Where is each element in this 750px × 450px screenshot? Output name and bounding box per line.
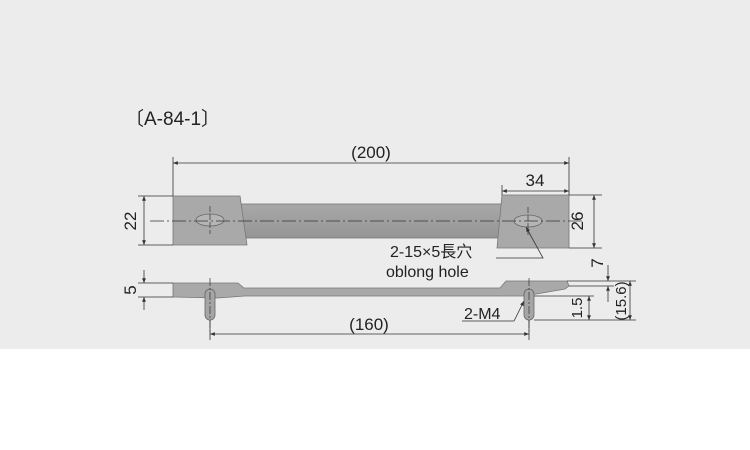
side-dimensions xyxy=(138,265,636,340)
side-view xyxy=(172,278,570,333)
dim-end-cap-length: 34 xyxy=(526,171,545,190)
top-view xyxy=(150,194,585,249)
side-profile xyxy=(172,280,570,299)
hole-note: 2-15×5長穴 xyxy=(390,243,472,261)
dim-thickness: 5 xyxy=(121,285,140,294)
dim-pitch: (160) xyxy=(349,315,389,334)
dim-total-height: (15.6) xyxy=(613,281,630,320)
hole-leader xyxy=(496,226,544,259)
part-code-title: 〔A-84-1〕 xyxy=(125,109,221,130)
hole-note-en: oblong hole xyxy=(386,264,469,281)
dim-side-height: 7 xyxy=(588,258,607,267)
dim-right-height: 26 xyxy=(568,212,587,231)
dim-left-height: 22 xyxy=(121,212,140,231)
top-dimensions xyxy=(138,157,602,259)
dim-overall-length: (200) xyxy=(351,143,391,162)
thread-note: 2-M4 xyxy=(464,306,501,323)
dim-boss: 1.5 xyxy=(569,298,586,319)
thread-leader xyxy=(462,300,525,322)
